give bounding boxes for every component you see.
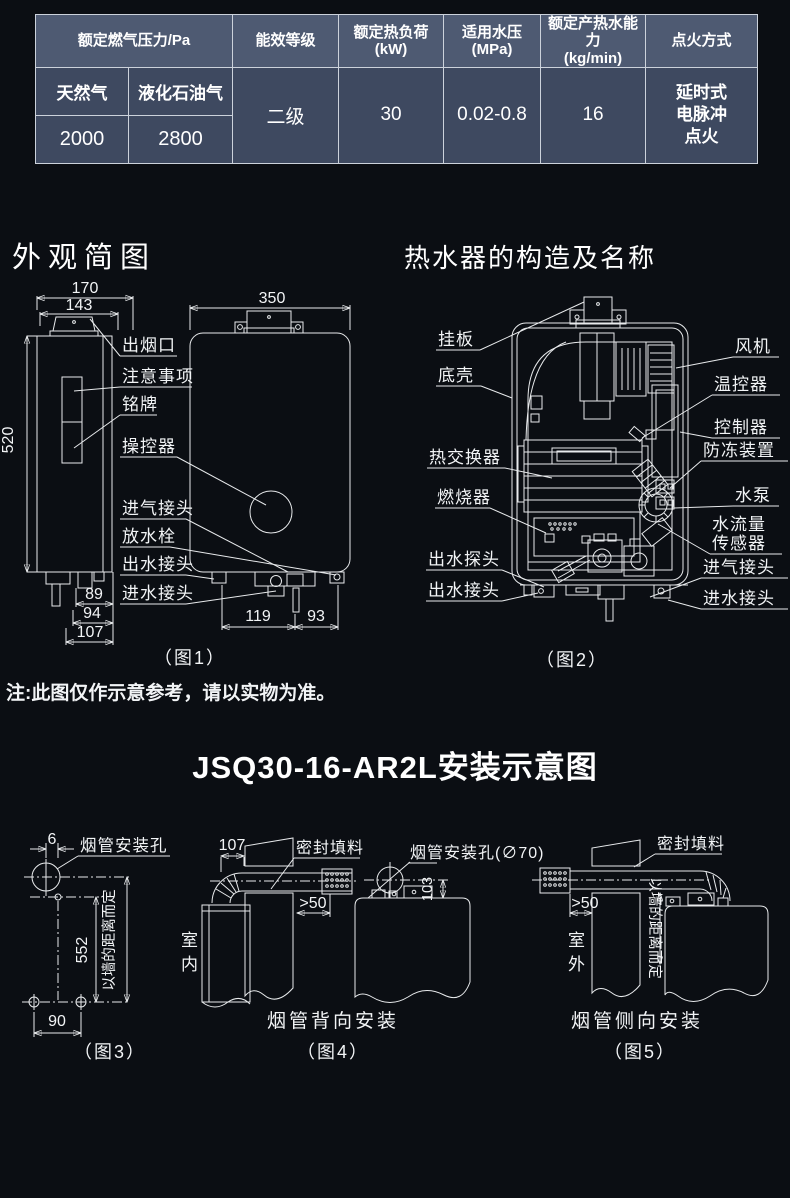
section-title-appearance: 外观简图 — [12, 242, 157, 274]
fig1-dim-93: 93 — [307, 608, 325, 625]
section-title-structure: 热水器的构造及名称 — [404, 243, 657, 273]
ignition-line1: 延时式 — [676, 83, 728, 103]
fig2-label-antifreeze: 防冻装置 — [703, 441, 775, 460]
fig1-note: 注:此图仅作示意参考，请以实物为准。 — [6, 681, 335, 704]
fig4-room-indoor-line2: 内 — [181, 955, 199, 974]
header-hot-water-capacity: 额定产热水能力 (kg/min) — [540, 14, 647, 68]
header-hot-water-capacity-line1: 额定产热水能力 — [548, 15, 639, 50]
header-hot-water-capacity-line2: (kg/min) — [563, 49, 623, 67]
fig2-label-bottom-shell: 底壳 — [438, 366, 474, 385]
fig1-dim-170: 170 — [72, 280, 99, 297]
header-heat-load-line1: 额定热负荷 — [353, 23, 429, 41]
fig4-caption: （图4） — [297, 1042, 369, 1062]
ignition-line3: 点火 — [684, 127, 719, 147]
fig1-label-water-outlet: 出水接头 — [122, 555, 194, 574]
fig2-label-water-pump: 水泵 — [735, 486, 771, 505]
cell-lpg: 液化石油气 — [127, 66, 234, 116]
cell-natural-gas-value: 2000 — [35, 114, 129, 164]
fig1-dim-89: 89 — [85, 586, 103, 603]
cell-hot-water-value: 16 — [540, 66, 647, 164]
header-heat-load: 额定热负荷 (kW) — [338, 14, 445, 68]
fig5-caption: （图5） — [604, 1042, 676, 1062]
spec-table: 额定燃气压力/Pa 能效等级 额定热负荷 (kW) 适用水压 (MPa) 额定产… — [34, 14, 759, 164]
header-water-pressure-line2: (MPa) — [471, 40, 513, 58]
install-section-title: JSQ30-16-AR2L安装示意图 — [192, 750, 598, 785]
fig1-label-notice-line1: 注意事项 — [122, 367, 194, 386]
fig3-dim-90: 90 — [48, 1013, 66, 1030]
fig1-front-view: 350 119 93 — [189, 290, 351, 630]
fig3-caption: （图3） — [74, 1042, 146, 1062]
ignition-line2: 电脉冲 — [676, 105, 728, 125]
fig2-label-heat-exchanger: 热交换器 — [429, 448, 501, 467]
fig1-label-drain-plug: 放水栓 — [122, 527, 176, 546]
spec-row-gas-values: 2000 2800 — [35, 114, 758, 164]
fig1-label-notice-line2: 铭牌 — [122, 395, 158, 414]
cell-ignition-value: 延时式 电脉冲 点火 — [645, 66, 759, 164]
fig2-label-water-inlet: 进水接头 — [703, 589, 775, 608]
header-ignition: 点火方式 — [645, 14, 759, 68]
fig1-label-water-inlet: 进水接头 — [122, 584, 194, 603]
fig1-callouts: 出烟口 注意事项 铭牌 操控器 进气接头 放水栓 出水接头 进水接头 （图1） … — [6, 318, 337, 704]
cell-natural-gas: 天然气 — [35, 66, 129, 116]
fig4-label-seal: 密封填料 — [296, 839, 364, 857]
spec-row-gas-types: 天然气 液化石油气 二级 30 0.02-0.8 16 延时式 电脉冲 点火 — [35, 66, 759, 164]
fig2-label-water-outlet: 出水接头 — [428, 581, 500, 600]
fig2-label-thermostat: 温控器 — [714, 375, 768, 394]
fig1-label-gas-inlet: 进气接头 — [122, 499, 194, 518]
cell-efficiency-value: 二级 — [232, 66, 340, 164]
fig2-label-flow-sensor-line2: 传感器 — [712, 534, 766, 553]
fig1-side-view: 170 143 520 89 94 107 — [0, 280, 134, 645]
fig4-room-indoor-line1: 室 — [181, 931, 199, 950]
fig4-rear-install: 107 密封填料 >50 室 内 — [181, 837, 544, 1062]
fig2-caption: （图2） — [536, 650, 608, 670]
fig5-room-outdoor-line1: 室 — [568, 931, 586, 950]
header-gas-pressure: 额定燃气压力/Pa — [34, 14, 234, 68]
fig2-label-burner: 燃烧器 — [437, 488, 491, 507]
fig3-dim-552: 552 — [74, 937, 91, 964]
fig3-wall-distance-note: 以墙的距离而定 — [101, 889, 118, 991]
fig2-label-flow-sensor-line1: 水流量 — [712, 515, 766, 534]
fig5-room-outdoor-line2: 外 — [568, 955, 586, 974]
fig3-label-flue-hole: 烟管安装孔 — [80, 836, 168, 855]
fig1-dim-143: 143 — [66, 297, 93, 314]
header-heat-load-line2: (kW) — [374, 40, 408, 58]
fig4-dim-50: >50 — [299, 895, 326, 912]
fig1-label-smoke-outlet: 出烟口 — [122, 336, 176, 355]
fig2-label-outlet-probe: 出水探头 — [428, 550, 500, 569]
fig1-label-controller: 操控器 — [122, 437, 176, 456]
header-efficiency: 能效等级 — [232, 14, 340, 68]
header-water-pressure: 适用水压 (MPa) — [443, 14, 542, 68]
fig2-label-gas-joint: 进气接头 — [703, 558, 775, 577]
fig3-dim-6: 6 — [48, 831, 57, 848]
fig5-title: 烟管侧向安装 — [571, 1010, 703, 1032]
fig2-callouts: 挂板 底壳 热交换器 燃烧器 出水探头 出水接头 风机 温控器 控制器 防冻装置… — [426, 301, 788, 670]
fig1-dim-520: 520 — [0, 427, 17, 454]
fig1-dim-107: 107 — [77, 624, 104, 641]
cell-water-pressure-value: 0.02-0.8 — [443, 66, 542, 164]
fig5-wall-distance-note: 以墙的距离而定 — [646, 877, 663, 979]
fig4-dim-107: 107 — [219, 837, 246, 854]
fig5-side-install: 密封填料 >50 室 外 以墙的距离而定 烟管侧向安装 （图5） — [532, 835, 769, 1062]
fig1-dim-119: 119 — [245, 608, 271, 625]
header-water-pressure-line1: 适用水压 — [462, 23, 523, 41]
cell-lpg-value: 2800 — [127, 114, 234, 164]
fig5-label-seal: 密封填料 — [657, 835, 725, 853]
fig5-dim-50: >50 — [571, 895, 598, 912]
fig4-dim-103: 103 — [420, 877, 436, 901]
fig1-dim-350: 350 — [259, 290, 286, 307]
fig1-dim-94: 94 — [83, 605, 101, 622]
fig1-caption: （图1） — [154, 648, 226, 668]
cell-heat-load-value: 30 — [338, 66, 445, 164]
fig4-title: 烟管背向安装 — [267, 1010, 399, 1032]
appearance-and-structure-diagram: 170 143 520 89 94 107 350 — [0, 280, 788, 704]
installation-diagrams: 6 烟管安装孔 552 以墙的距离而定 90 （图3） 107 — [22, 831, 769, 1062]
fig3-hole-template: 6 烟管安装孔 552 以墙的距离而定 90 （图3） — [22, 831, 170, 1062]
fig2-label-fan: 风机 — [735, 337, 771, 356]
fig4-label-flue-hole: 烟管安装孔(∅70) — [410, 844, 544, 862]
fig2-label-hanging-plate: 挂板 — [438, 330, 474, 349]
spec-header-row: 额定燃气压力/Pa 能效等级 额定热负荷 (kW) 适用水压 (MPa) 额定产… — [34, 14, 759, 68]
fig2-structure-drawing — [511, 296, 689, 622]
fig2-label-controller: 控制器 — [714, 418, 768, 437]
